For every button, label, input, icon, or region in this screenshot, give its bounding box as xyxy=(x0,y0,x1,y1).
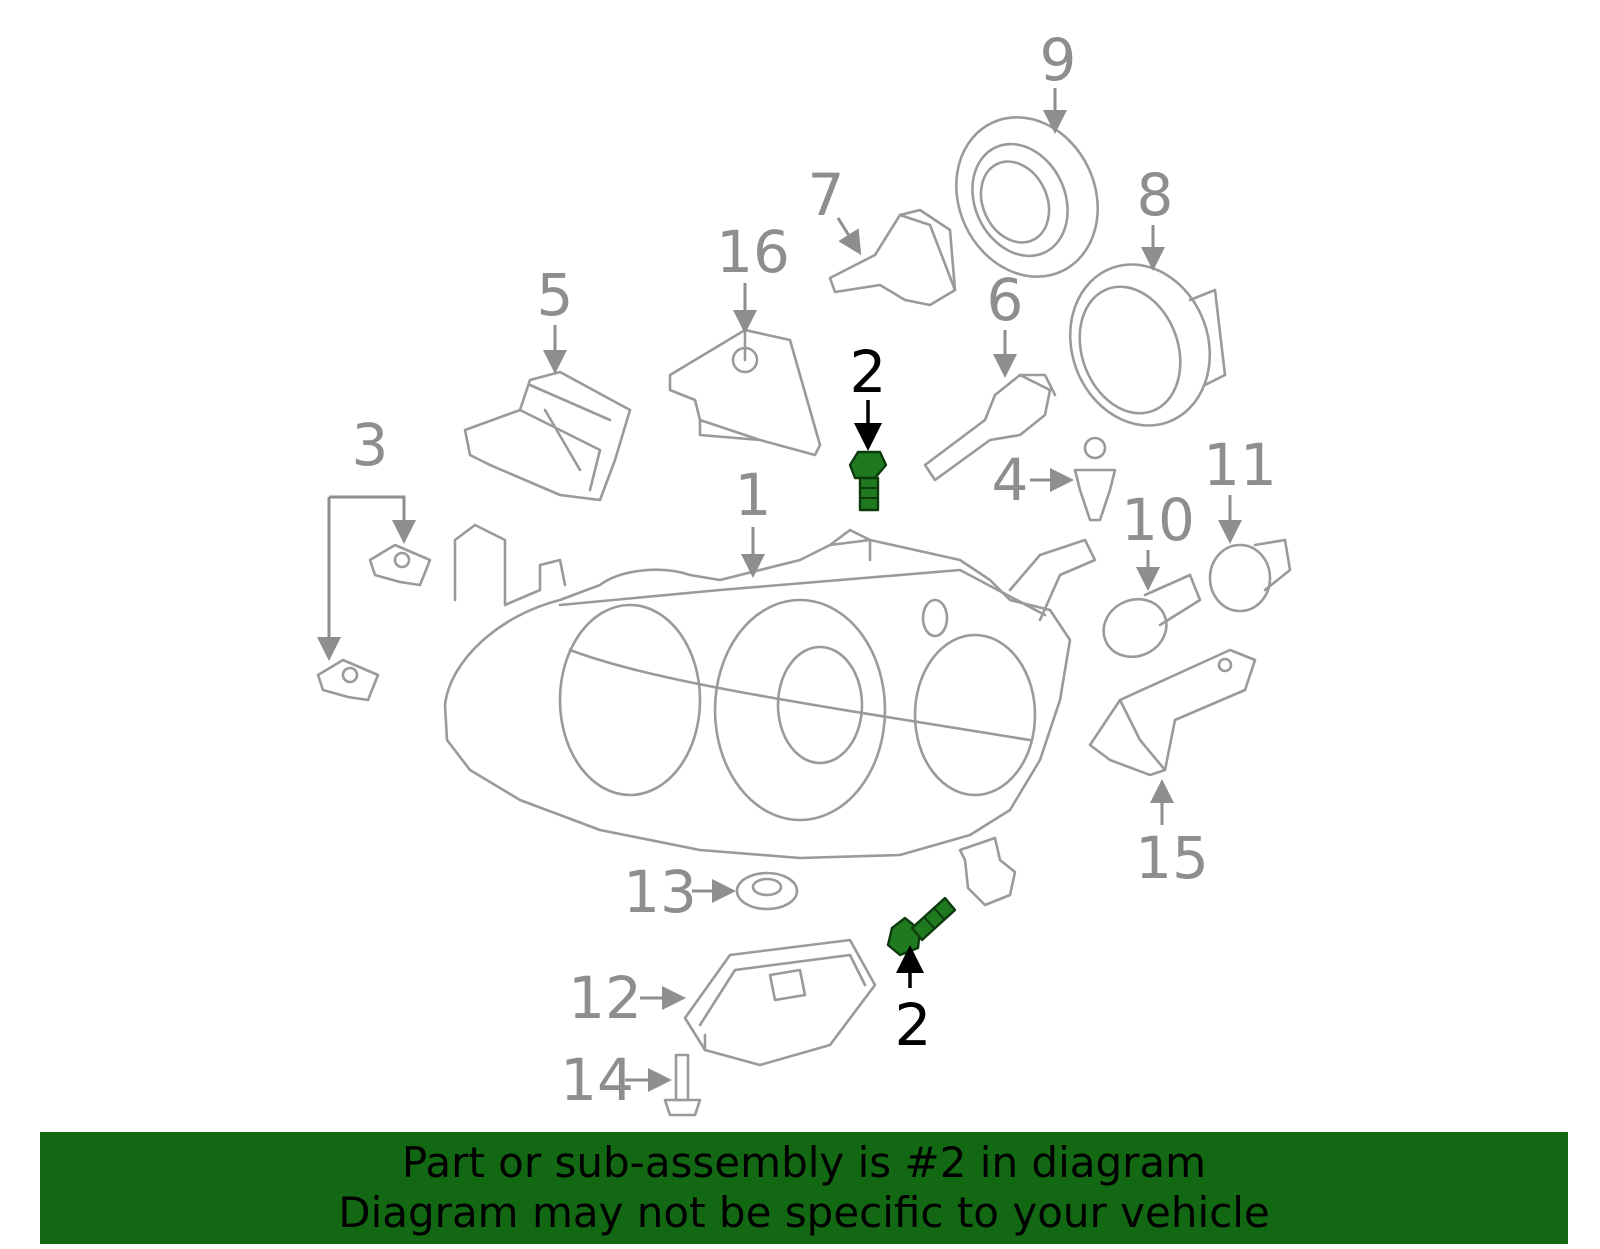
callout-1: 1 xyxy=(735,461,772,529)
bulb-7 xyxy=(828,208,957,307)
callout-12: 12 xyxy=(568,964,642,1032)
ring-9 xyxy=(954,116,1100,278)
callout-numbers: 9 8 7 16 6 5 3 1 4 10 11 15 13 12 14 2 2 xyxy=(352,26,1277,1114)
push-pin xyxy=(1073,436,1117,522)
bulb-6 xyxy=(923,373,1057,482)
grommet-13 xyxy=(735,871,799,911)
headlamp-assembly xyxy=(443,523,1097,907)
callout-8: 8 xyxy=(1137,161,1174,229)
highlight-leader-lines xyxy=(854,400,924,988)
ring-8 xyxy=(1068,263,1227,427)
bolt-top-highlighted xyxy=(848,450,888,512)
banner-line-2: Diagram may not be specific to your vehi… xyxy=(338,1188,1270,1237)
bracket-15 xyxy=(1088,648,1257,777)
clip-parts xyxy=(316,543,432,702)
callout-14: 14 xyxy=(560,1046,634,1114)
callout-2-bottom: 2 xyxy=(895,991,932,1059)
bulb-10 xyxy=(1102,573,1202,659)
socket-11 xyxy=(1208,538,1292,613)
bolt-bottom-highlighted xyxy=(886,896,957,957)
callout-3: 3 xyxy=(352,411,389,479)
callout-2-top: 2 xyxy=(850,338,887,406)
screw-14 xyxy=(663,1053,702,1117)
callout-15: 15 xyxy=(1135,824,1209,892)
callout-13: 13 xyxy=(623,858,697,926)
banner-line-1: Part or sub-assembly is #2 in diagram xyxy=(401,1138,1207,1187)
callout-6: 6 xyxy=(987,266,1024,334)
control-module xyxy=(683,938,877,1067)
bracket-part xyxy=(463,370,632,502)
leader-lines xyxy=(317,88,1242,1092)
info-banner: Part or sub-assembly is #2 in diagram Di… xyxy=(40,1132,1568,1244)
callout-16: 16 xyxy=(716,218,790,286)
callout-10: 10 xyxy=(1121,486,1195,554)
callout-7: 7 xyxy=(808,161,845,229)
callout-9: 9 xyxy=(1040,26,1077,94)
cover-part xyxy=(668,328,822,457)
callout-5: 5 xyxy=(537,261,574,329)
callout-11: 11 xyxy=(1203,431,1277,499)
callout-4: 4 xyxy=(992,446,1029,514)
